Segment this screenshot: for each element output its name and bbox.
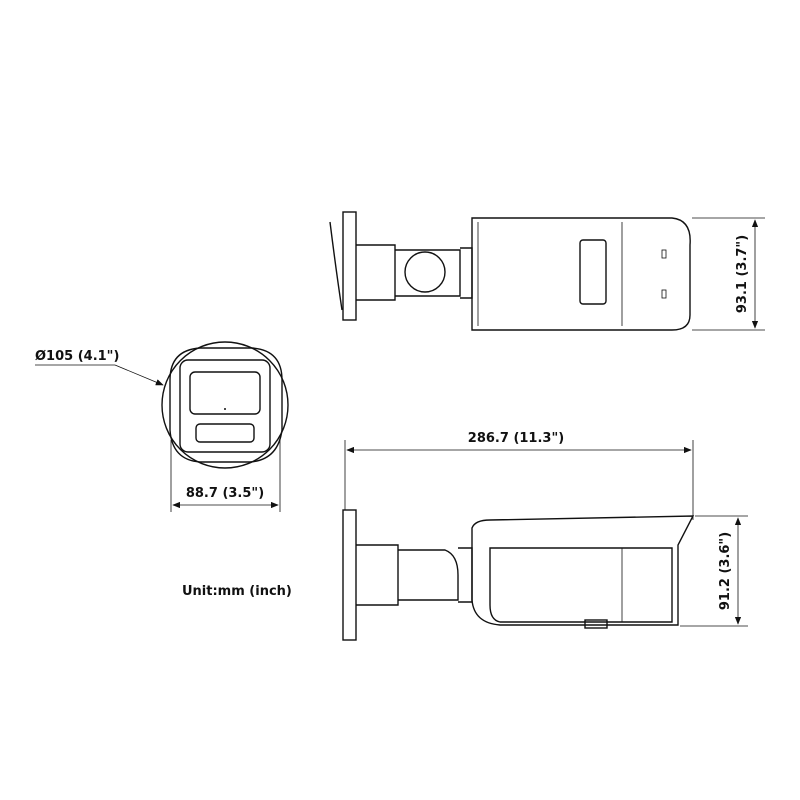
arm-collar [458, 547, 473, 603]
lens-center-dot [224, 408, 226, 410]
arm-collar [460, 247, 473, 299]
top-view [329, 211, 691, 331]
hood [169, 347, 283, 463]
front-width-dimension: 88.7 (3.5") [170, 440, 281, 512]
side-height-dimension: 91.2 (3.6") [680, 515, 748, 627]
front-outline [161, 341, 289, 469]
front-view [161, 341, 289, 469]
mount-base [356, 244, 396, 301]
body-panel [489, 547, 673, 623]
front-width-label: 88.7 (3.5") [186, 486, 264, 501]
mount-plate [342, 509, 357, 641]
diameter-label: Ø105 (4.1") [35, 349, 119, 364]
unit-label: Unit:mm (inch) [182, 584, 292, 599]
top-height-label: 93.1 (3.7") [735, 235, 750, 313]
wall-edge [329, 221, 343, 311]
side-height-label: 91.2 (3.6") [718, 532, 733, 610]
body-seams [477, 222, 623, 326]
label-plate [579, 239, 607, 305]
lens-window [189, 371, 261, 415]
leader-line [114, 364, 164, 386]
mount-plate [342, 211, 357, 321]
mount-arm [398, 549, 459, 601]
vent-slot [661, 249, 667, 259]
diameter-dimension: Ø105 (4.1") [35, 349, 164, 386]
vent-slot [661, 289, 667, 299]
length-dimension: 286.7 (11.3") [344, 431, 694, 520]
ball-joint [404, 251, 446, 293]
camera-body [471, 515, 695, 626]
length-label: 286.7 (11.3") [468, 431, 564, 446]
connector [584, 619, 608, 629]
top-height-dimension: 93.1 (3.7") [692, 217, 765, 331]
mount-arm [395, 249, 461, 297]
camera-body [471, 217, 691, 331]
front-bezel [179, 359, 271, 453]
ir-window [195, 423, 255, 443]
mount-base [356, 544, 399, 606]
side-view [342, 509, 695, 641]
